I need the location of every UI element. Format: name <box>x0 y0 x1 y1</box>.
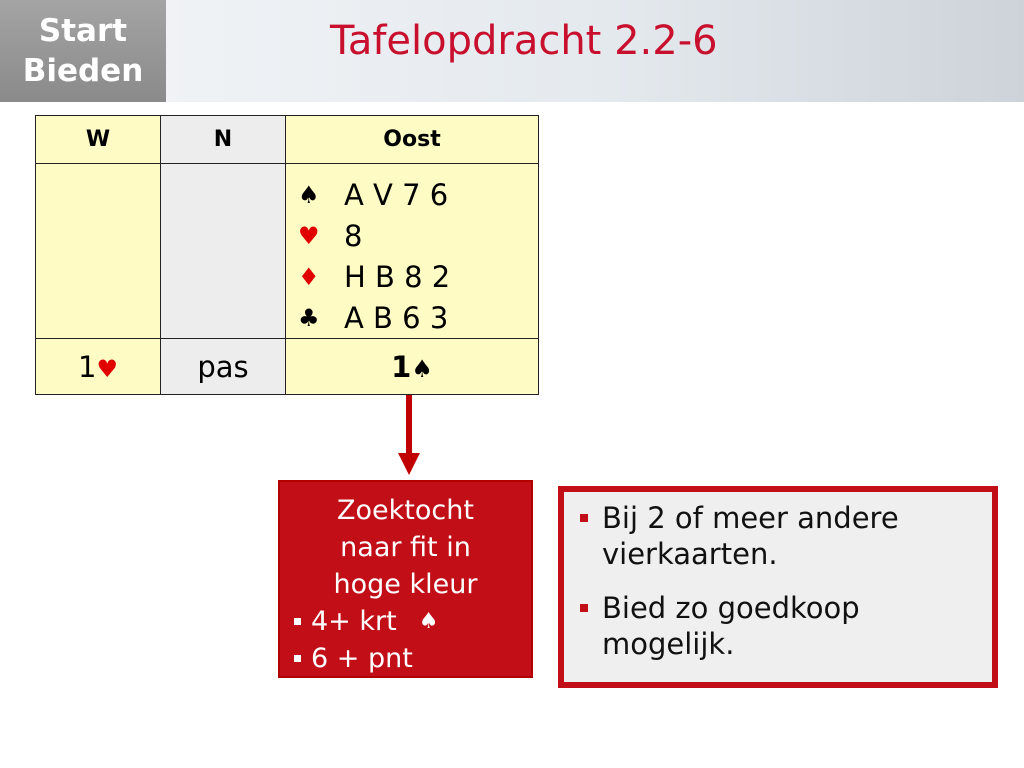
hand-row: ♠ A V 7 6 ♥ 8 ♦ H B 8 2 ♣ A B 6 3 <box>35 163 539 339</box>
info-item-1-text: Bij 2 of meer andere vierkaarten. <box>602 501 899 571</box>
column-header-east: Oost <box>285 115 539 164</box>
hand-row-diamonds: ♦ H B 8 2 <box>298 256 538 297</box>
hand-row-clubs: ♣ A B 6 3 <box>298 297 538 338</box>
east-hand: ♠ A V 7 6 ♥ 8 ♦ H B 8 2 ♣ A B 6 3 <box>286 164 538 338</box>
spade-cards: A V 7 6 <box>344 177 449 212</box>
west-bid: 1♥ <box>35 338 161 395</box>
logo-line-1: Start <box>38 13 128 49</box>
bidding-table: W N Oost ♠ A V 7 6 ♥ 8 ♦ H B 8 2 <box>35 115 539 395</box>
heart-icon: ♥ <box>96 354 118 383</box>
info-item-2-text: Bied zo goedkoop mogelijk. <box>602 591 860 661</box>
east-bid: 1♠ <box>285 338 539 395</box>
explanation-line-3: hoge kleur <box>333 569 478 600</box>
hand-row-hearts: ♥ 8 <box>298 215 538 256</box>
bullet-square-icon <box>294 655 301 662</box>
west-bid-level: 1 <box>78 349 97 384</box>
bullet-square-icon <box>580 514 588 522</box>
spade-icon: ♠ <box>298 180 320 209</box>
bullet-square-icon <box>580 604 588 612</box>
diamond-icon: ♦ <box>298 262 320 291</box>
explanation-bullet-2: 6 + pnt <box>280 640 531 677</box>
north-hand-cell <box>160 163 286 339</box>
heart-cards: 8 <box>344 218 363 253</box>
logo-line-2: Bieden <box>22 53 144 89</box>
hand-row-spades: ♠ A V 7 6 <box>298 174 538 215</box>
east-hand-cell: ♠ A V 7 6 ♥ 8 ♦ H B 8 2 ♣ A B 6 3 <box>285 163 539 339</box>
bid-row: 1♥ pas 1♠ <box>35 338 539 395</box>
diamond-cards: H B 8 2 <box>344 259 451 294</box>
north-bid: pas <box>160 338 286 395</box>
bullet-square-icon <box>294 618 301 625</box>
arrow-shaft <box>406 395 412 455</box>
explanation-line-2: naar fit in <box>340 532 471 563</box>
start-bieden-logo[interactable]: Start Bieden <box>0 0 166 102</box>
info-item-2: Bied zo goedkoop mogelijk. <box>580 590 982 662</box>
column-header-north: N <box>160 115 286 164</box>
header-bar <box>0 0 1024 102</box>
club-icon: ♣ <box>298 303 320 332</box>
page-title: Tafelopdracht 2.2-6 <box>330 18 718 64</box>
spade-icon: ♠ <box>411 354 433 383</box>
heart-icon: ♥ <box>298 221 320 250</box>
explanation-box: Zoektocht naar fit in hoge kleur 4+ krt … <box>278 480 533 678</box>
explanation-bullet-1: 4+ krt ♠ <box>280 603 531 640</box>
bullet-1-text: 4+ krt <box>311 606 397 637</box>
info-box: Bij 2 of meer andere vierkaarten. Bied z… <box>558 486 998 688</box>
bullet-2-text: 6 + pnt <box>311 643 413 674</box>
spade-icon: ♠ <box>418 609 439 634</box>
club-cards: A B 6 3 <box>344 300 449 335</box>
table-header-row: W N Oost <box>35 115 539 164</box>
east-bid-level: 1 <box>391 349 412 384</box>
column-header-west: W <box>35 115 161 164</box>
west-hand-cell <box>35 163 161 339</box>
arrow-down-icon <box>398 453 420 475</box>
info-item-1: Bij 2 of meer andere vierkaarten. <box>580 500 982 572</box>
explanation-line-1: Zoektocht <box>337 495 474 526</box>
